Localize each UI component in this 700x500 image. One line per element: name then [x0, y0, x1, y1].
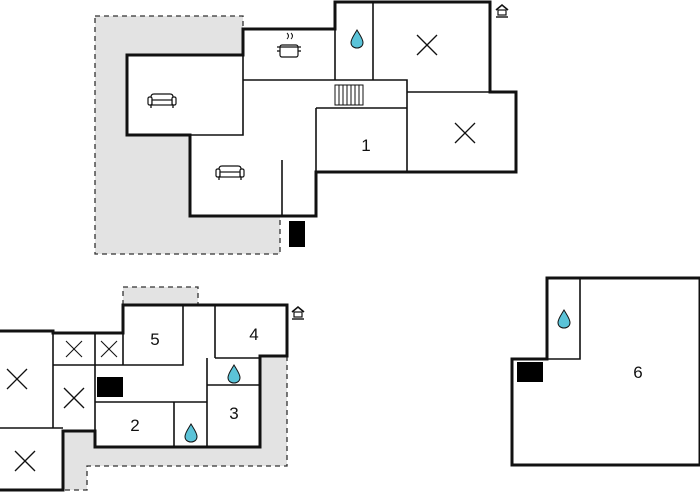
bottom-terrace-lower: [62, 355, 288, 491]
kitchen-cooking-pot-icon: [277, 32, 301, 58]
stairs-icon: [517, 362, 543, 382]
room-label-5: 5: [150, 330, 159, 349]
living-room-sofa-icon: [147, 93, 177, 109]
room-label-3: 3: [229, 404, 238, 423]
bedroom-cross-icon: [63, 387, 85, 409]
entrance-icon: [291, 306, 305, 320]
bedroom-cross-icon: [6, 368, 28, 390]
bottom-left-outer-wall: [0, 303, 289, 492]
entrance-icon: [495, 4, 509, 18]
bottom-left-inner-walls: [0, 305, 260, 447]
bedroom-cross-icon: [454, 122, 476, 144]
top-inner-walls: [190, 2, 490, 216]
bottom-left-unit: 5 4 3 2: [0, 286, 305, 492]
bathroom-drop-icon: [557, 309, 571, 329]
bottom-right-inner-walls: [547, 278, 581, 360]
bedroom-cross-icon: [416, 34, 438, 56]
bedroom-cross-icon: [100, 340, 118, 358]
room-label-4: 4: [249, 325, 258, 344]
stairs-icon: [289, 221, 305, 247]
bathroom-drop-icon: [350, 29, 364, 49]
top-unit: 1: [94, 0, 518, 255]
top-outer-wall: [125, 0, 518, 218]
room-label-6: 6: [633, 363, 642, 382]
bedroom-cross-icon: [65, 340, 83, 358]
room-label-1: 1: [361, 136, 370, 155]
room-label-2: 2: [130, 416, 139, 435]
stairs-icon: [97, 377, 123, 397]
living-room-sofa-icon: [215, 165, 245, 181]
bedroom-cross-icon: [14, 450, 36, 472]
bathroom-drop-icon: [184, 423, 198, 443]
bottom-terrace: [122, 286, 199, 306]
stairs-icon: [334, 84, 364, 106]
bottom-right-unit: 6: [510, 276, 700, 467]
bathroom-drop-icon: [227, 364, 241, 384]
